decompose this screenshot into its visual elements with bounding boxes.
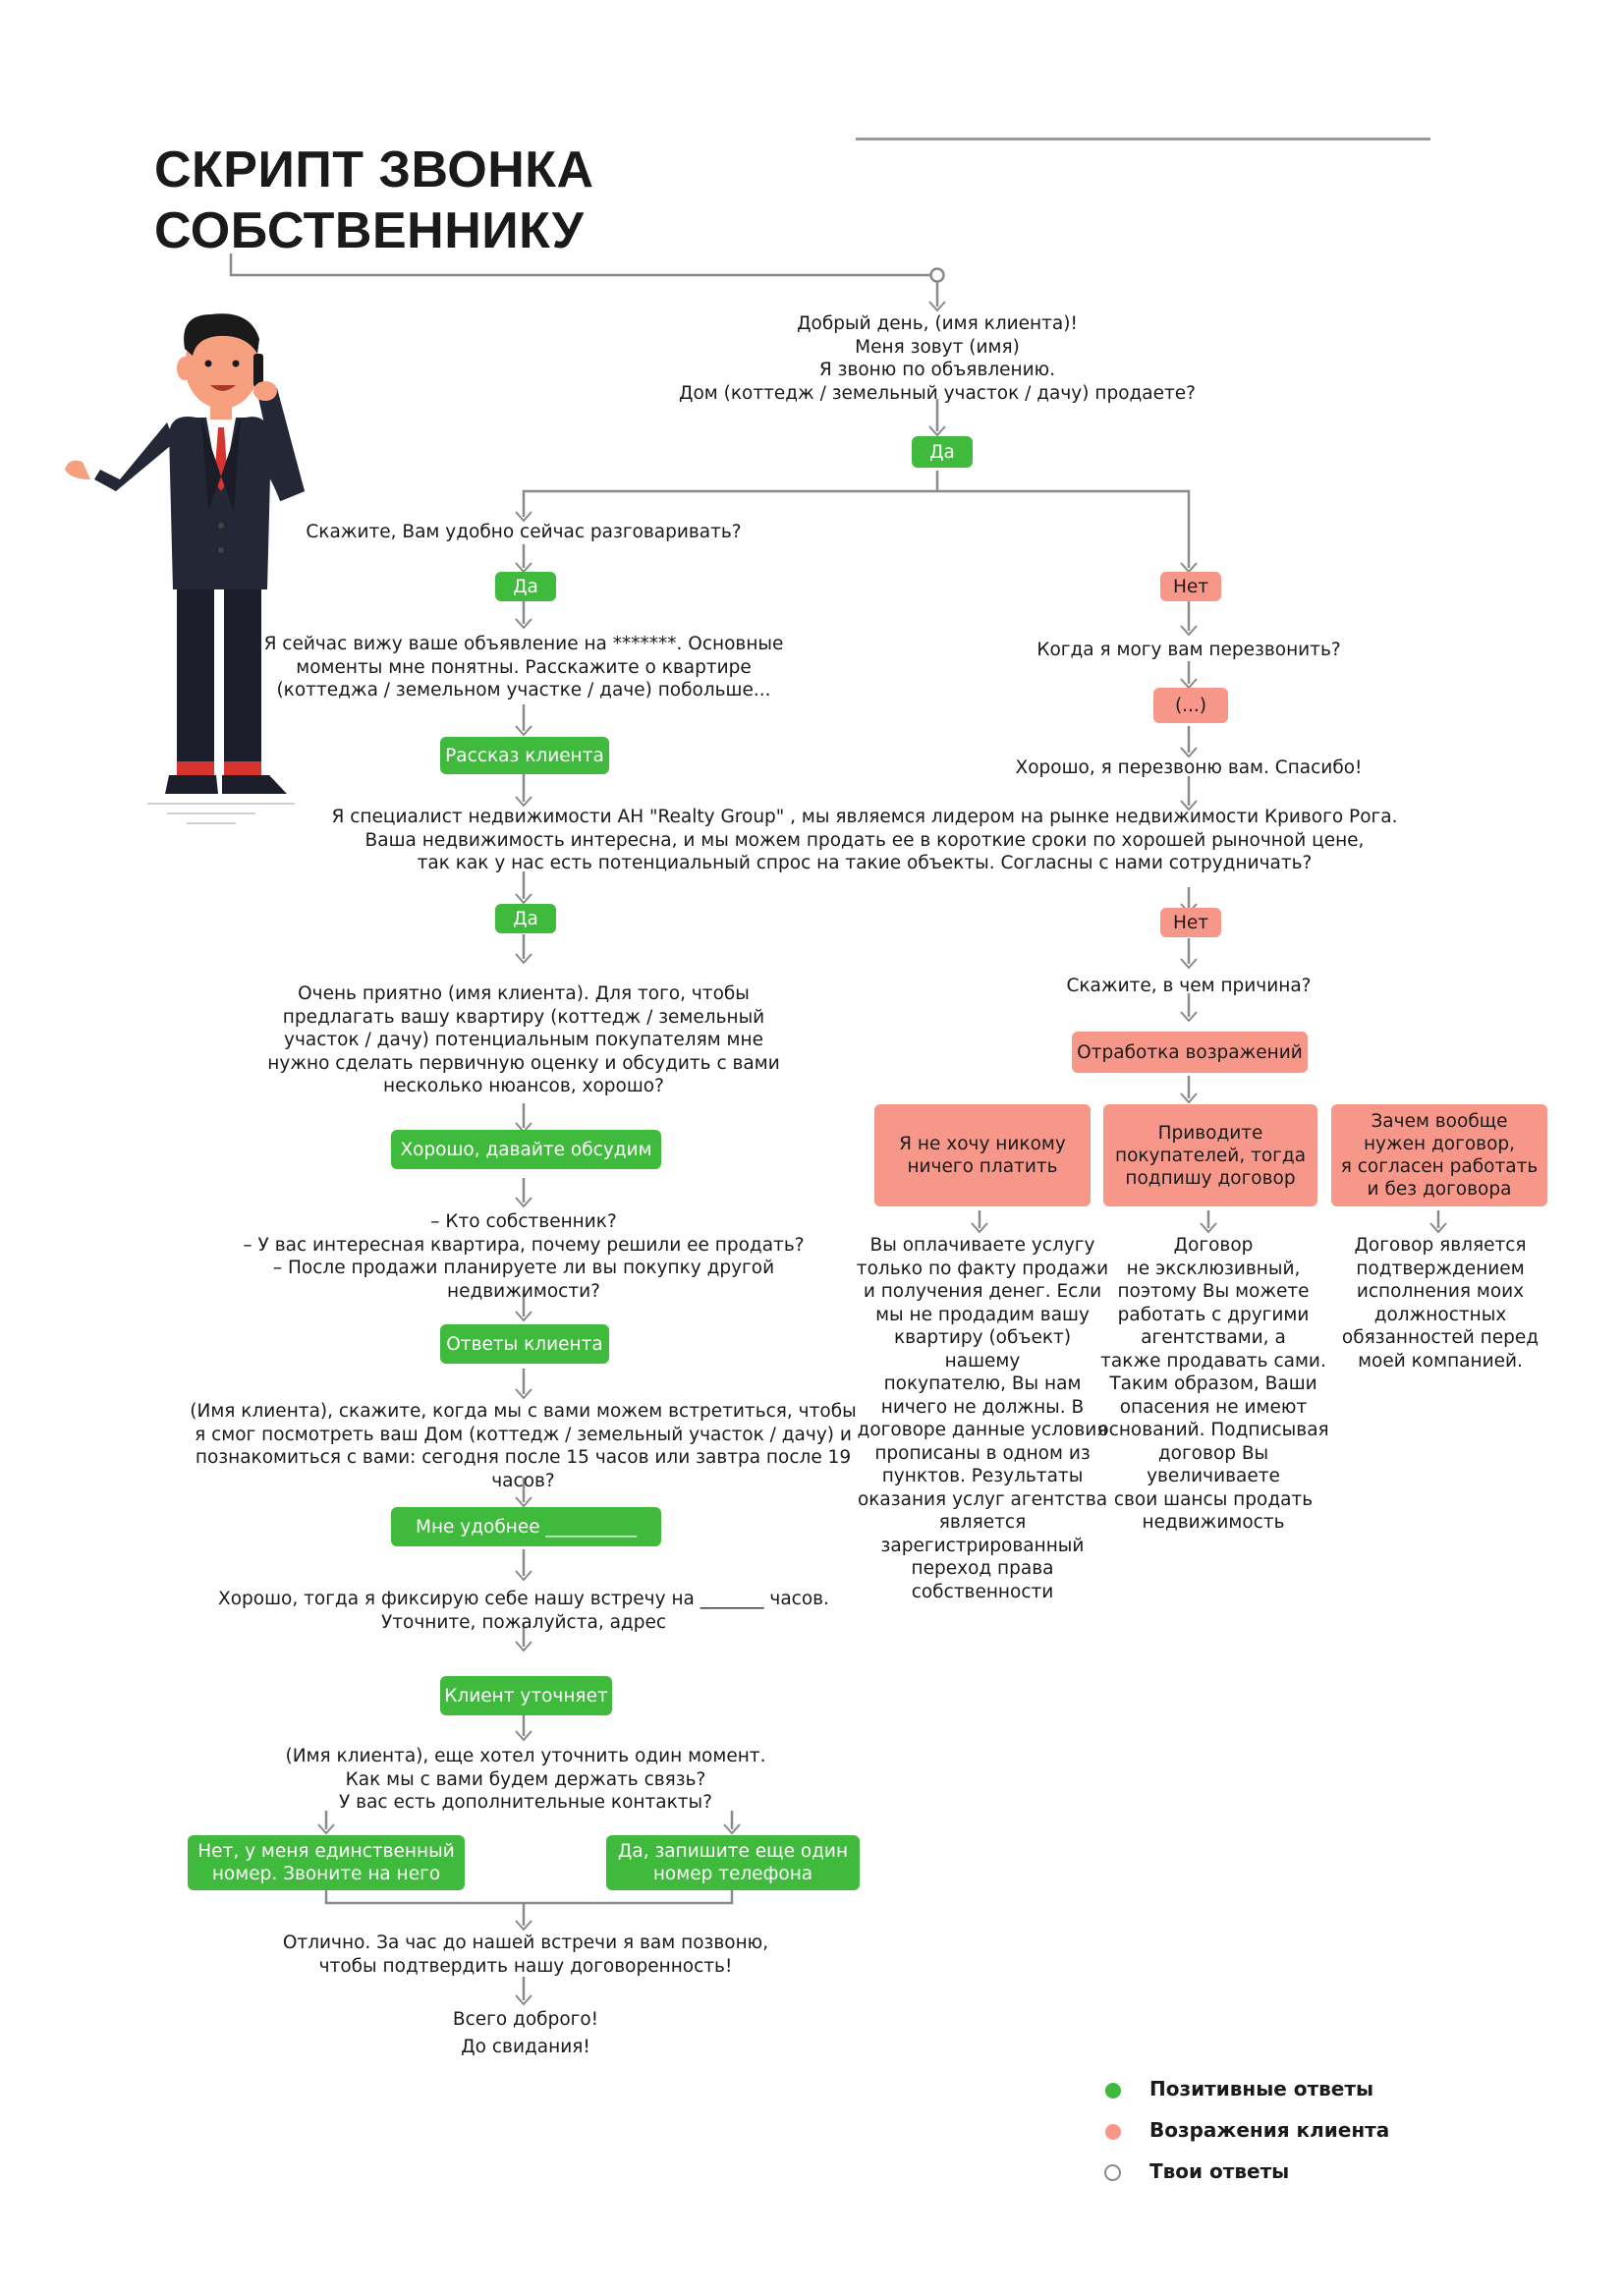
node-reason: Скажите, в чем причина? — [1066, 976, 1312, 996]
node-questions: – Кто собственник? – У вас интересная кв… — [243, 1211, 805, 1302]
node-greeting: Добрый день, (имя клиента)! Меня зовут (… — [679, 313, 1196, 404]
node-yes-3: Да — [495, 904, 556, 933]
legend-positive-label: Позитивные ответы — [1149, 2077, 1374, 2100]
businessman-illustration — [65, 313, 305, 824]
node-no-1: Нет — [1160, 572, 1221, 601]
node-contacts: (Имя клиента), еще хотел уточнить один м… — [285, 1746, 766, 1813]
node-ok-discuss: Хорошо, давайте обсудим — [391, 1130, 661, 1169]
node-objection-handling: Отработка возражений — [1072, 1032, 1308, 1073]
node-excellent: Отлично. За час до нашей встречи я вам п… — [282, 1932, 769, 1977]
legend-objection-dot — [1105, 2124, 1121, 2140]
header-rule — [856, 138, 1430, 140]
node-meet: (Имя клиента), скажите, когда мы с вами … — [190, 1401, 857, 1491]
node-objection-2: Приводите покупателей, тогда подпишу дог… — [1103, 1104, 1317, 1206]
node-convenient: Скажите, Вам удобно сейчас разговаривать… — [306, 522, 742, 542]
node-no-2: Нет — [1160, 908, 1221, 937]
legend-yours-dot — [1104, 2164, 1121, 2181]
legend-positive-dot — [1105, 2083, 1121, 2099]
node-answer-1: Вы оплачиваете услугу только по факту пр… — [856, 1235, 1109, 1602]
node-answer-3: Договор является подтверждением исполнен… — [1341, 1235, 1540, 1372]
node-specialist: Я специалист недвижимости АН "Realty Gro… — [331, 807, 1398, 873]
node-goodbye: Всего доброго! До свидания! — [452, 2009, 599, 2057]
title-line-1: СКРИПТ ЗВОНКА — [154, 141, 594, 198]
node-client-story: Рассказ клиента — [440, 737, 609, 774]
node-dots: (...) — [1153, 688, 1228, 723]
node-yes-1: Да — [912, 436, 973, 468]
start-node — [929, 267, 945, 283]
node-objection-1: Я не хочу никому ничего платить — [874, 1104, 1091, 1206]
node-only-number: Нет, у меня единственный номер. Звоните … — [188, 1835, 465, 1890]
legend-objection-label: Возражения клиента — [1149, 2118, 1390, 2142]
node-callback: Хорошо, я перезвоню вам. Спасибо! — [1015, 757, 1363, 778]
node-fix-meet: Хорошо, тогда я фиксирую себе нашу встре… — [218, 1589, 829, 1633]
node-when-call: Когда я могу вам перезвонить? — [1036, 640, 1341, 660]
page-title: СКРИПТ ЗВОНКА СОБСТВЕННИКУ — [154, 140, 594, 261]
node-another-number: Да, запишите еще один номер телефона — [606, 1835, 860, 1890]
node-objection-3: Зачем вообще нужен договор, я согласен р… — [1331, 1104, 1547, 1206]
legend-yours-label: Твои ответы — [1149, 2159, 1290, 2183]
node-see-ad: Я сейчас вижу ваше объявление на *******… — [263, 634, 784, 700]
node-client-clarifies: Клиент уточняет — [440, 1676, 612, 1715]
node-client-answers: Ответы клиента — [440, 1324, 609, 1364]
node-answer-2: Договор не эксклюзивный, поэтому Вы може… — [1097, 1235, 1329, 1533]
node-convenient-time: Мне удобнее __________ — [391, 1507, 661, 1546]
node-yes-2: Да — [495, 572, 556, 601]
title-line-2: СОБСТВЕННИКУ — [154, 202, 585, 259]
node-nice: Очень приятно (имя клиента). Для того, ч… — [267, 983, 780, 1096]
